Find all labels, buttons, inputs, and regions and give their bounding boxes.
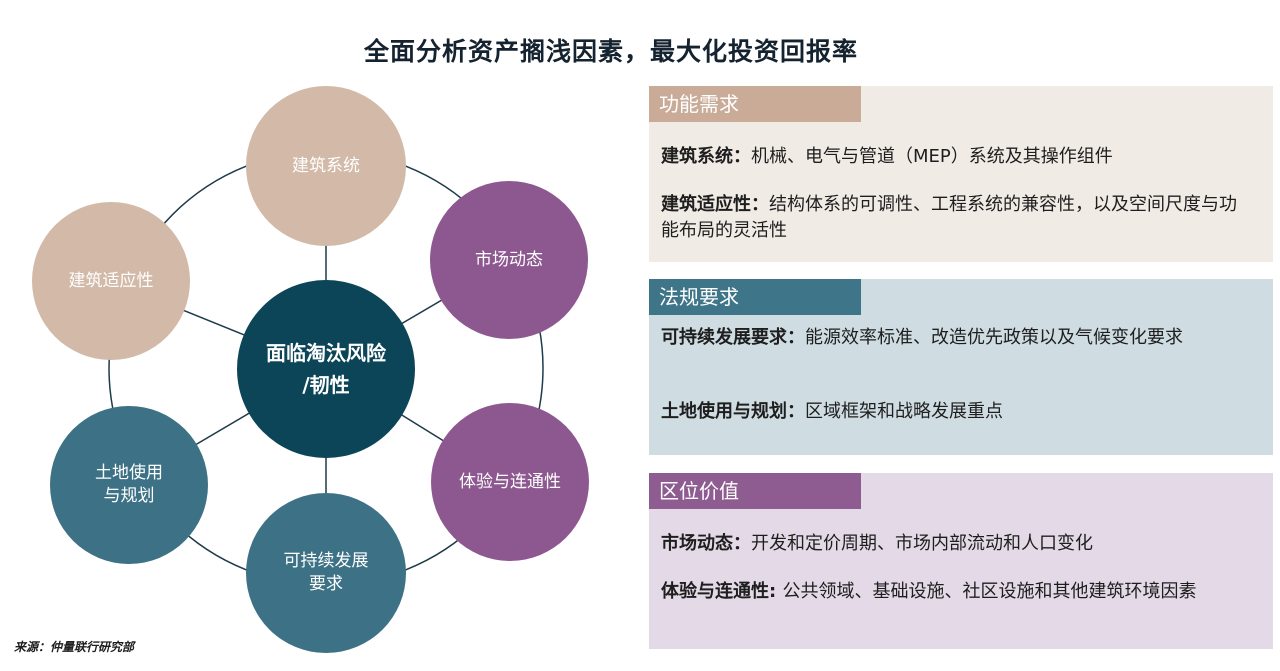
node-experience-connectivity: 体验与连通性 (431, 403, 589, 561)
panel-heading: 区位价值 (649, 473, 861, 509)
panel-heading: 功能需求 (649, 86, 861, 122)
panel-location-value: 区位价值 市场动态：开发和定价周期、市场内部流动和人口变化 体验与连通性: 公共… (649, 473, 1273, 649)
panel-item: 体验与连通性: 公共领域、基础设施、社区设施和其他建筑环境因素 (661, 579, 1246, 605)
node-building-adaptability: 建筑适应性 (32, 202, 190, 360)
panel-functional-needs: 功能需求 建筑系统：机械、电气与管道（MEP）系统及其操作组件 建筑适应性：结构… (649, 86, 1273, 262)
item-term: 建筑系统： (661, 146, 751, 167)
item-term: 可持续发展要求： (661, 327, 805, 348)
panel-regulatory-requirements: 法规要求 可持续发展要求：能源效率标准、改造优先政策以及气候变化要求 土地使用与… (649, 279, 1273, 455)
panel-heading: 法规要求 (649, 279, 861, 315)
item-term: 土地使用与规划： (661, 401, 805, 422)
obsolescence-diagram: 建筑系统 市场动态 体验与连通性 可持续发展 要求 土地使用 与规划 建筑适应性… (32, 86, 589, 653)
item-desc: 结构体系的可调性、工程系统的兼容性，以及空间尺度与功能布局的灵活性 (661, 194, 1237, 241)
panel-item: 土地使用与规划：区域框架和战略发展重点 (661, 399, 1246, 425)
item-desc: 公共领域、基础设施、社区设施和其他建筑环境因素 (782, 581, 1197, 602)
panel-item: 建筑适应性：结构体系的可调性、工程系统的兼容性，以及空间尺度与功能布局的灵活性 (661, 192, 1246, 244)
panel-item: 建筑系统：机械、电气与管道（MEP）系统及其操作组件 (661, 144, 1246, 170)
item-desc: 区域框架和战略发展重点 (805, 401, 1003, 422)
center-node: 面临淘汰风险 /韧性 (237, 280, 415, 458)
node-sustainability-requirements: 可持续发展 要求 (246, 493, 406, 653)
item-desc: 机械、电气与管道（MEP）系统及其操作组件 (751, 146, 1113, 167)
item-desc: 能源效率标准、改造优先政策以及气候变化要求 (805, 327, 1183, 348)
panel-item: 市场动态：开发和定价周期、市场内部流动和人口变化 (661, 531, 1246, 557)
source-note: 来源：仲量联行研究部 (14, 640, 135, 654)
page-title: 全面分析资产搁浅因素，最大化投资回报率 (363, 37, 858, 66)
node-land-use-planning: 土地使用 与规划 (50, 406, 208, 564)
node-market-dynamics: 市场动态 (430, 181, 588, 339)
item-term: 建筑适应性： (661, 194, 769, 215)
node-building-systems: 建筑系统 (246, 86, 406, 246)
item-desc: 开发和定价周期、市场内部流动和人口变化 (751, 533, 1093, 554)
panel-item: 可持续发展要求：能源效率标准、改造优先政策以及气候变化要求 (661, 325, 1246, 351)
item-term: 市场动态： (661, 533, 751, 554)
item-term: 体验与连通性: (661, 581, 783, 602)
